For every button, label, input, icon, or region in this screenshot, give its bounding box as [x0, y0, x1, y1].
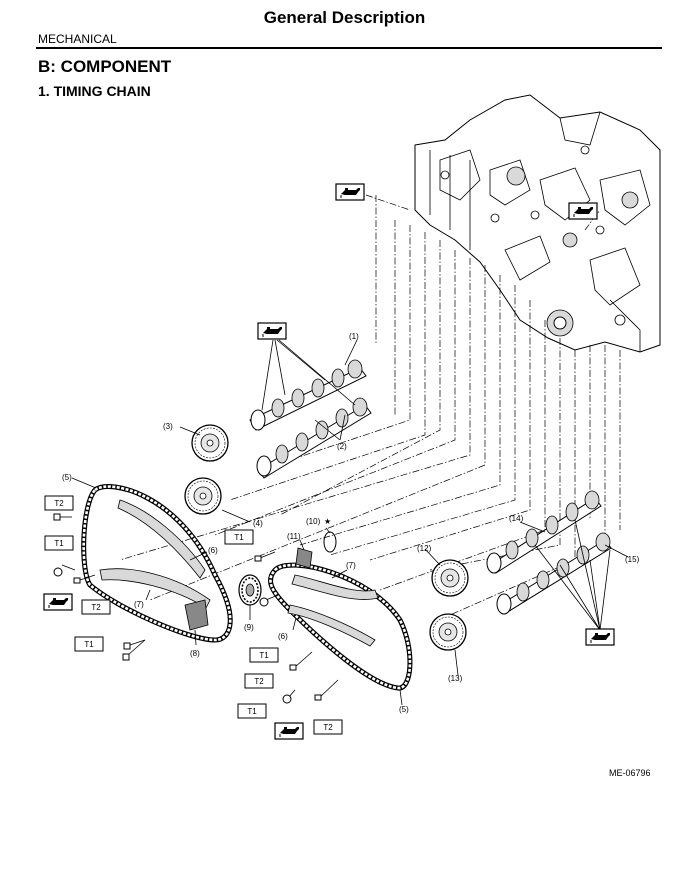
cam-sprocket-4 — [184, 477, 222, 515]
camshaft-right-lower — [496, 532, 612, 615]
o-ring — [323, 527, 337, 553]
cam-sprocket-13 — [429, 613, 467, 651]
svg-text:T2: T2 — [323, 723, 333, 732]
svg-text:T2: T2 — [91, 603, 101, 612]
journal-pointers-right — [534, 519, 611, 631]
torque-label-t2-b: T2 — [81, 599, 111, 615]
chain-guide-left — [99, 499, 211, 609]
callout-10: (10) — [306, 517, 321, 526]
callouts: (1) (2) (3) (4) (5) (5) (6) (6) (7) (7) … — [62, 332, 640, 714]
svg-text:T1: T1 — [84, 640, 94, 649]
callout-14: (14) — [509, 514, 524, 523]
timing-chain-left — [81, 484, 233, 643]
callout-13: (13) — [448, 674, 463, 683]
callout-15: (15) — [625, 555, 640, 564]
lubrication-icon-2 — [568, 202, 598, 220]
torque-label-t1-d: T1 — [249, 647, 279, 663]
svg-text:T1: T1 — [247, 707, 257, 716]
leader-lines — [119, 194, 621, 616]
callout-7-left: (7) — [134, 600, 144, 609]
callout-6-right: (6) — [278, 632, 288, 641]
page-title: General Description — [263, 8, 426, 27]
callout-5-left: (5) — [62, 473, 72, 482]
lubrication-icon-4 — [43, 593, 73, 611]
callout-2: (2) — [337, 442, 347, 451]
lubrication-icon-1 — [335, 183, 365, 201]
camshaft-lower — [256, 397, 372, 479]
callout-10-star: ★ — [324, 517, 331, 526]
callout-1: (1) — [349, 332, 359, 341]
callout-4: (4) — [253, 519, 263, 528]
svg-text:T1: T1 — [234, 533, 244, 542]
camshaft-upper — [249, 359, 367, 431]
torque-label-t1-c: T1 — [224, 529, 254, 545]
cam-sprocket-12 — [431, 559, 469, 597]
section-heading: B: COMPONENT — [38, 57, 172, 76]
callout-8: (8) — [190, 649, 200, 658]
section-label: MECHANICAL — [38, 32, 117, 46]
callout-3: (3) — [163, 422, 173, 431]
journal-pointers — [261, 339, 358, 441]
callout-12: (12) — [417, 544, 432, 553]
crank-sprocket — [238, 574, 262, 620]
cam-sprocket-3 — [191, 424, 229, 462]
lubrication-icon-6 — [274, 722, 304, 740]
engine-block — [414, 94, 661, 353]
callout-6-left: (6) — [208, 546, 218, 555]
torque-label-t1-a: T1 — [44, 535, 74, 551]
subsection-heading: 1. TIMING CHAIN — [38, 83, 151, 99]
torque-label-t1-e: T1 — [237, 703, 267, 719]
lubrication-icon-3 — [257, 322, 287, 340]
chain-tensioner-left — [184, 599, 209, 646]
callout-11: (11) — [287, 532, 301, 541]
callout-9: (9) — [244, 623, 254, 632]
chain-guide-right — [287, 547, 379, 647]
svg-text:T1: T1 — [259, 651, 269, 660]
torque-label-t2-d: T2 — [313, 719, 343, 735]
torque-label-t2-c: T2 — [244, 673, 274, 689]
torque-label-t1-b: T1 — [74, 636, 104, 652]
svg-text:T2: T2 — [254, 677, 264, 686]
torque-label-t2-a: T2 — [44, 495, 74, 511]
callout-5-right: (5) — [399, 705, 409, 714]
header-rule — [36, 47, 662, 49]
svg-text:T2: T2 — [54, 499, 64, 508]
bolts — [53, 513, 339, 704]
figure-code: ME-06796 — [609, 768, 651, 778]
svg-text:T1: T1 — [54, 539, 64, 548]
lubrication-icon-5 — [585, 628, 615, 646]
camshaft-right-upper — [486, 490, 602, 574]
timing-chain-right — [268, 562, 413, 691]
callout-7-right: (7) — [346, 561, 356, 570]
